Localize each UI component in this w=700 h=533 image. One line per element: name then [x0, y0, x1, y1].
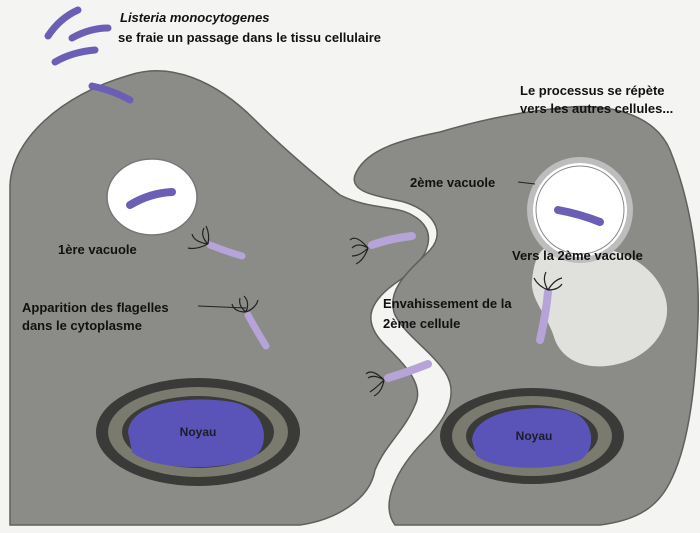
label-repeat-line-2: vers les autres cellules...	[520, 101, 673, 116]
vacuole2-leader-line	[517, 181, 536, 185]
left-nucleus-label: Noyau	[180, 425, 217, 439]
label-second-vacuole: 2ème vacuole	[410, 175, 495, 190]
label-repeat-line-1: Le processus se répète	[520, 83, 665, 98]
flagella-leader-line	[197, 305, 247, 309]
clear-cytoplasm-zone	[531, 245, 668, 367]
free-bacterium-3	[51, 46, 99, 66]
label-invasion-line-2: 2ème cellule	[383, 316, 460, 331]
free-bacterium-1	[44, 6, 82, 40]
label-flagella-line-2: dans le cytoplasme	[22, 318, 142, 333]
label-to-second-vacuole: Vers la 2ème vacuole	[512, 248, 643, 263]
flagellated-bacterium-4	[365, 360, 432, 397]
bacterium-in-vacuole-2	[554, 206, 604, 226]
label-first-vacuole: 1ère vacuole	[58, 242, 137, 257]
title-line-2: se fraie un passage dans le tissu cellul…	[118, 30, 381, 45]
free-bacterium-4	[88, 82, 134, 104]
flagellated-bacterium-1	[187, 225, 246, 260]
label-flagella-line-1: Apparition des flagelles	[22, 300, 169, 315]
flagellated-bacterium-3	[349, 232, 416, 265]
bacterium-in-vacuole-1	[126, 188, 176, 209]
free-bacterium-2	[68, 24, 112, 42]
title-line-1: Listeria monocytogenes	[120, 10, 270, 25]
right-nucleus	[440, 388, 624, 484]
left-nucleus	[96, 378, 300, 486]
flagellated-bacterium-5	[533, 271, 563, 344]
label-invasion-line-1: Envahissement de la	[383, 296, 512, 311]
flagellated-bacterium-2	[231, 295, 270, 350]
right-nucleus-label: Noyau	[516, 429, 553, 443]
